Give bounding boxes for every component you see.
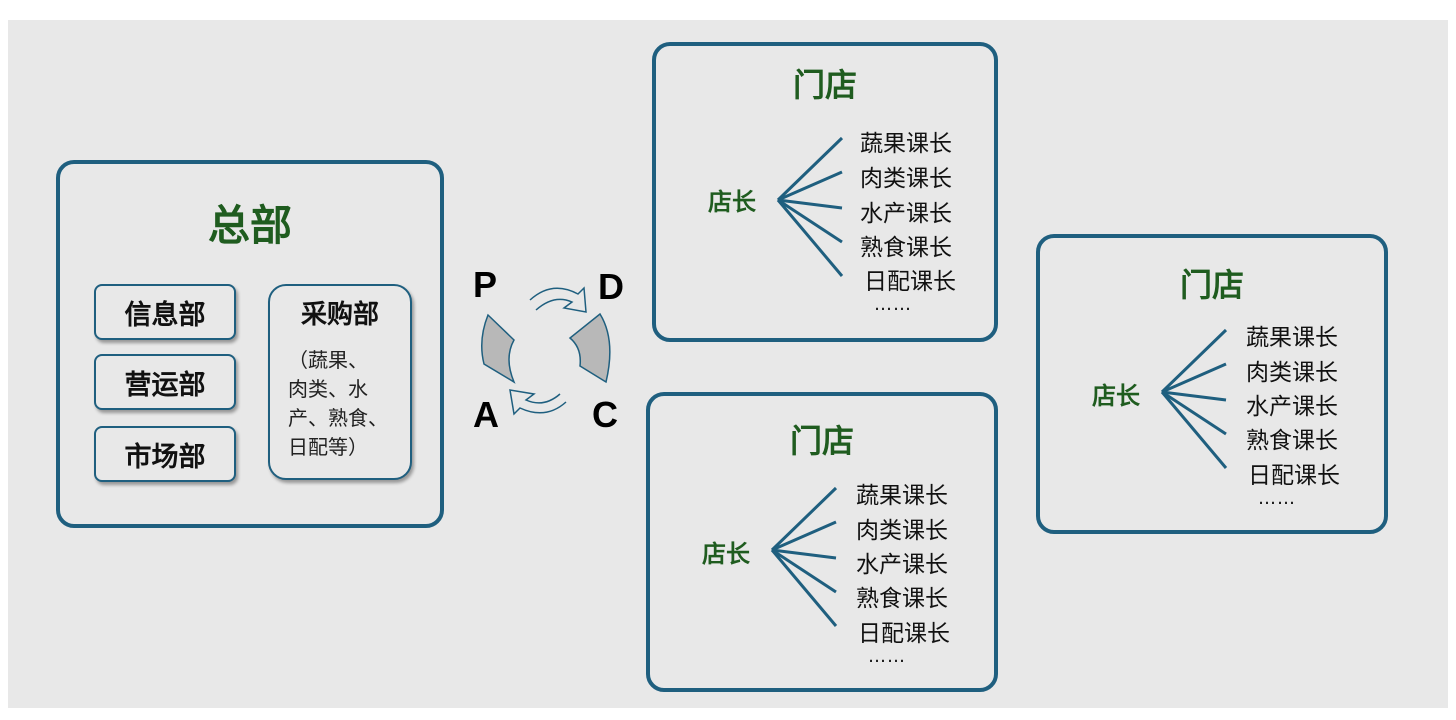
cycle-arrow-top bbox=[529, 286, 587, 313]
purchasing-note-line: 肉类、水 bbox=[288, 377, 368, 401]
pdca-label-c: C bbox=[592, 394, 618, 435]
pdca-label-d: D bbox=[598, 266, 624, 307]
store-manager: 店长 bbox=[1092, 382, 1140, 410]
store-manager: 店长 bbox=[702, 540, 750, 568]
purchasing-note-line: 产、熟食、 bbox=[288, 406, 388, 430]
org-connector-lines bbox=[1160, 328, 1228, 469]
section-chief: 肉类课长 bbox=[860, 166, 952, 192]
pdca-label-a: A bbox=[473, 394, 499, 435]
department-purchasing: 采购部 （蔬果、 肉类、水 产、熟食、 日配等） bbox=[268, 284, 412, 480]
section-chief: 熟食课长 bbox=[856, 586, 948, 612]
headquarters-panel: 总部 信息部 营运部 市场部 采购部 （蔬果、 肉类、水 产、熟食、 日配等） bbox=[56, 160, 444, 528]
store-title: 门店 bbox=[1179, 266, 1244, 304]
cycle-arrow-bottom bbox=[509, 389, 567, 416]
pdca-cycle-arrows bbox=[481, 286, 611, 416]
section-chief: 水产课长 bbox=[860, 201, 952, 227]
purchasing-note-line: （蔬果、 bbox=[288, 348, 368, 372]
store-title: 门店 bbox=[792, 66, 857, 104]
section-chief: 日配课长 bbox=[1248, 463, 1340, 489]
cycle-arrow-left bbox=[481, 313, 516, 384]
more-ellipsis: …… bbox=[868, 646, 906, 667]
purchasing-note-line: 日配等） bbox=[288, 435, 368, 459]
section-chief: 蔬果课长 bbox=[856, 483, 948, 509]
headquarters-title: 总部 bbox=[207, 201, 292, 250]
org-connector-lines bbox=[776, 136, 844, 277]
store-panel-3: 门店 店长 蔬果课长 肉类课长 水产课长 熟食课长 日配课长 …… bbox=[1036, 234, 1388, 534]
pdca-label-p: P bbox=[473, 264, 498, 305]
section-chief: 蔬果课长 bbox=[1246, 325, 1338, 351]
department-info: 信息部 bbox=[94, 284, 236, 340]
purchasing-note: （蔬果、 肉类、水 产、熟食、 日配等） bbox=[288, 346, 398, 462]
more-ellipsis: …… bbox=[1258, 488, 1296, 509]
section-chief: 肉类课长 bbox=[856, 518, 948, 544]
section-chief: 水产课长 bbox=[1246, 394, 1338, 420]
section-chief: 日配课长 bbox=[864, 269, 956, 295]
purchasing-title: 采购部 bbox=[300, 300, 379, 330]
org-connector-lines bbox=[770, 486, 838, 627]
store-panel-2: 门店 店长 蔬果课长 肉类课长 水产课长 熟食课长 日配课长 …… bbox=[646, 392, 998, 692]
store-title: 门店 bbox=[789, 422, 854, 460]
section-chief: 熟食课长 bbox=[1246, 428, 1338, 454]
section-chief: 水产课长 bbox=[856, 552, 948, 578]
store-panel-1: 门店 店长 蔬果课长 肉类课长 水产课长 熟食课长 日配课长 …… bbox=[652, 42, 998, 342]
store-manager: 店长 bbox=[708, 188, 756, 216]
more-ellipsis: …… bbox=[874, 294, 912, 315]
section-chief: 熟食课长 bbox=[860, 235, 952, 261]
section-chief: 肉类课长 bbox=[1246, 360, 1338, 386]
cycle-arrow-right bbox=[568, 312, 611, 384]
section-chief: 日配课长 bbox=[858, 621, 950, 647]
department-marketing: 市场部 bbox=[94, 426, 236, 482]
department-operations: 营运部 bbox=[94, 354, 236, 410]
section-chief: 蔬果课长 bbox=[860, 131, 952, 157]
